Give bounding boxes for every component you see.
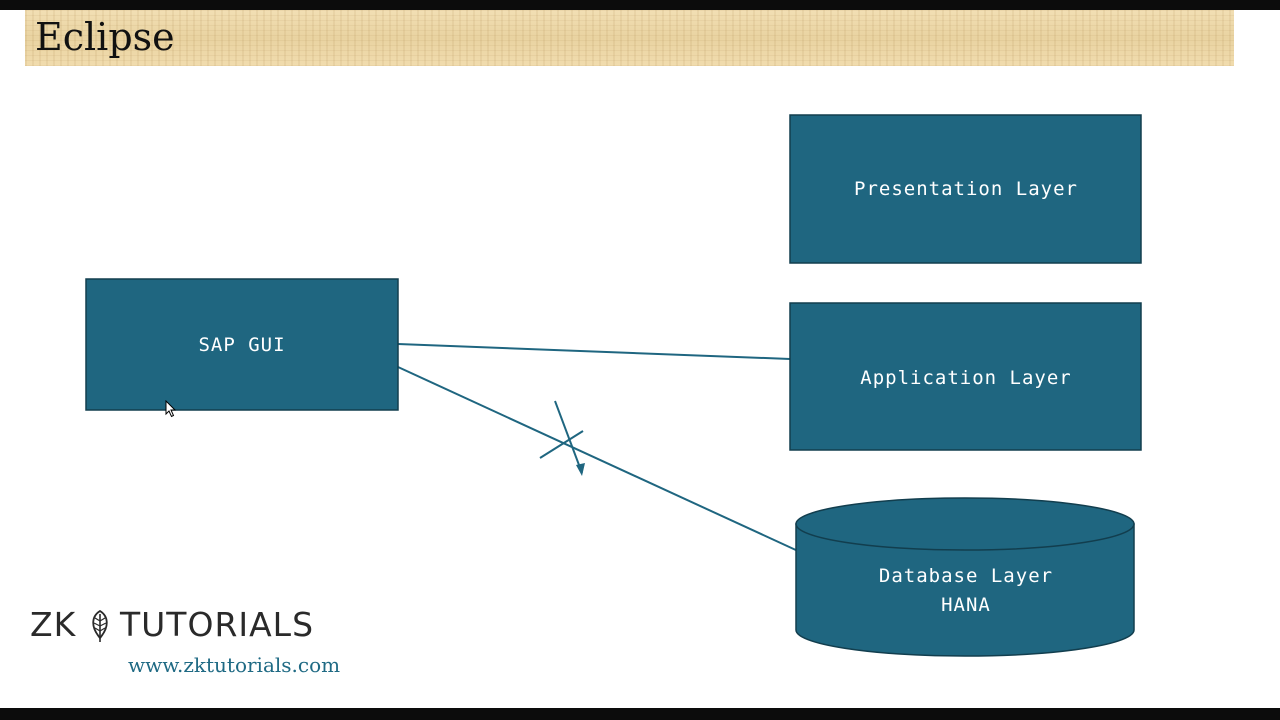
leaf-icon: [92, 609, 108, 642]
database-layer-label: Database Layer: [879, 565, 1053, 587]
presentation-layer-box: Presentation Layer: [789, 114, 1142, 264]
connector-sapgui-database: [397, 366, 799, 552]
logo-tutorials-text: TUTORIALS: [120, 605, 315, 644]
sap-gui-box: SAP GUI: [85, 278, 399, 411]
database-layer-sublabel: HANA: [941, 594, 991, 616]
application-layer-label: Application Layer: [860, 367, 1071, 389]
website-url: www.zktutorials.com: [128, 653, 341, 677]
presentation-layer-label: Presentation Layer: [854, 178, 1078, 200]
logo-zk-text: ZK: [30, 605, 77, 644]
connector-sapgui-application: [397, 343, 791, 360]
sap-gui-label: SAP GUI: [198, 334, 285, 356]
mouse-cursor-icon: [165, 400, 177, 418]
application-layer-box: Application Layer: [789, 302, 1142, 451]
database-layer-cylinder: Database Layer HANA: [795, 497, 1135, 657]
blocked-cross-icon: [539, 400, 585, 476]
slide-title: Eclipse: [35, 15, 175, 59]
title-bar: Eclipse: [25, 10, 1234, 66]
